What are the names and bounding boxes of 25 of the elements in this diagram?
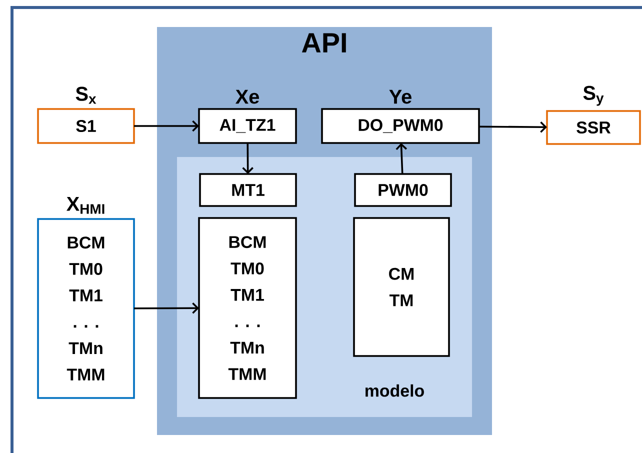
node-label: BCM [68,236,104,249]
node-label: TM0 [69,262,102,275]
block-box: DO_PWM0 [321,108,480,144]
block-box: PWM0 [354,173,452,207]
arrow [134,120,199,132]
node-label: TMM [66,368,104,380]
variable-box: BCM TM0 TM1 . . . TMn TMM [37,218,135,399]
signal-box: S1 [37,108,135,144]
arrow [134,302,199,314]
node-label: . . . [74,325,98,328]
block-box: MT1 [199,173,297,207]
node-label: TMn [68,342,102,354]
block-box: AI_TZ1 [198,108,297,144]
heading: Xe [236,90,260,104]
node-label: TM1 [69,290,102,302]
signal-box: SSR [546,110,641,145]
heading: S$_{y}$ [583,86,604,106]
heading: Ye [389,90,412,104]
heading: X$_{HMI}$ [66,197,104,214]
block-box: BCM TM0 TM1 . . . TMn TMM [198,217,297,399]
arrow [242,142,254,174]
arrow [396,143,408,174]
heading: S$_{x}$ [76,86,96,104]
arrow [479,121,547,133]
block-box: CM TM [353,217,450,357]
